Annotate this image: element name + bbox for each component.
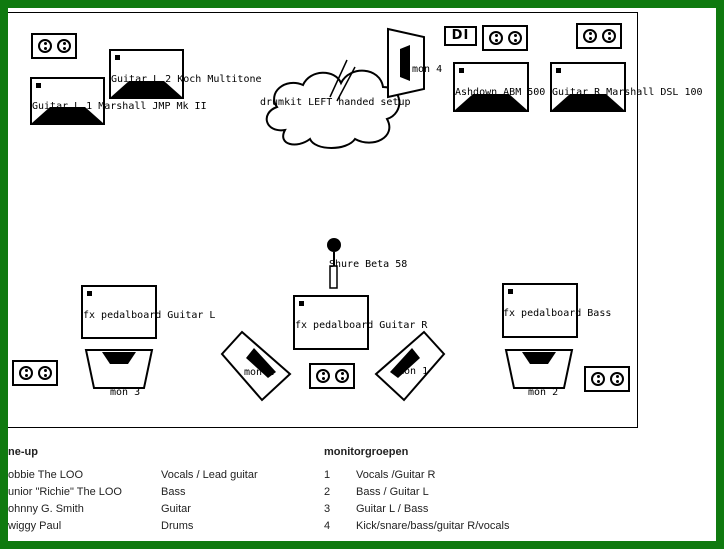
monitor-group-number: 3 <box>324 503 331 515</box>
pedalboard-bass-icon <box>502 283 578 338</box>
power-outlet-icon <box>584 366 630 392</box>
amp-bass-icon <box>453 62 529 112</box>
monitor-group-desc: Kick/snare/bass/guitar R/vocals <box>356 520 510 532</box>
amp-guitar-l1-icon <box>30 77 105 125</box>
lineup-name: unior "Richie" The LOO <box>8 486 122 498</box>
power-outlet-icon <box>576 23 622 49</box>
di-box: DI <box>444 26 477 46</box>
monitor-wedge-icon <box>374 330 446 402</box>
monitor-wedge-icon <box>387 27 425 99</box>
pedalboard-bass-label: fx pedalboard Bass <box>503 308 612 319</box>
lineup-name: wiggy Paul <box>8 520 62 532</box>
amp-guitar-r-icon <box>550 62 626 112</box>
monitor-wedge-icon <box>84 349 154 389</box>
power-outlet-icon <box>12 360 58 386</box>
power-outlet-icon <box>482 25 528 51</box>
monitor-1-left-label: mon 1 <box>244 367 275 378</box>
stage-area <box>8 12 638 428</box>
monitor-wedge-icon <box>504 349 574 389</box>
amp-guitar-l2-label: Guitar L 2 Koch Multitone <box>111 74 262 85</box>
monitor-4-label: mon 4 <box>412 64 443 75</box>
monitor-1-right-label: mon 1 <box>398 366 429 377</box>
di-label: DI <box>451 28 470 43</box>
monitor-group-number: 2 <box>324 486 331 498</box>
pedalboard-guitar-l-icon <box>81 285 157 339</box>
monitor-groups-heading: monitorgroepen <box>324 446 409 458</box>
power-outlet-icon <box>31 33 77 59</box>
monitor-3-label: mon 3 <box>110 387 141 398</box>
drumkit-label: drumkit LEFT handed setup <box>260 97 411 108</box>
monitor-group-number: 1 <box>324 469 331 481</box>
monitor-group-desc: Bass / Guitar L <box>356 486 429 498</box>
microphone-icon <box>327 238 341 289</box>
pedalboard-guitar-l-label: fx pedalboard Guitar L <box>83 310 216 321</box>
lineup-name: obbie The LOO <box>8 469 84 481</box>
lineup-role: Bass <box>161 486 186 498</box>
monitor-group-number: 4 <box>324 520 331 532</box>
microphone-label: Shure Beta 58 <box>329 259 408 270</box>
amp-guitar-l1-label: Guitar L 1 Marshall JMP Mk II <box>32 101 207 112</box>
lineup-role: Guitar <box>161 503 191 515</box>
drumkit-cloud-icon <box>265 59 401 149</box>
pedalboard-guitar-r-label: fx pedalboard Guitar R <box>295 320 428 331</box>
monitor-wedge-icon <box>220 330 292 402</box>
lineup-role: Vocals / Lead guitar <box>161 469 258 481</box>
lineup-name: ohnny G. Smith <box>8 503 84 515</box>
pedalboard-guitar-r-icon <box>293 295 369 350</box>
monitor-group-desc: Vocals /Guitar R <box>356 469 436 481</box>
amp-guitar-l2-icon <box>109 49 184 99</box>
amp-bass-label: Ashdown ABM 500 <box>455 87 546 98</box>
power-outlet-icon <box>309 363 355 389</box>
monitor-2-label: mon 2 <box>528 387 559 398</box>
lineup-heading: ne-up <box>8 446 38 458</box>
lineup-role: Drums <box>161 520 194 532</box>
monitor-group-desc: Guitar L / Bass <box>356 503 429 515</box>
amp-guitar-r-label: Guitar R Marshall DSL 100 <box>552 87 703 98</box>
